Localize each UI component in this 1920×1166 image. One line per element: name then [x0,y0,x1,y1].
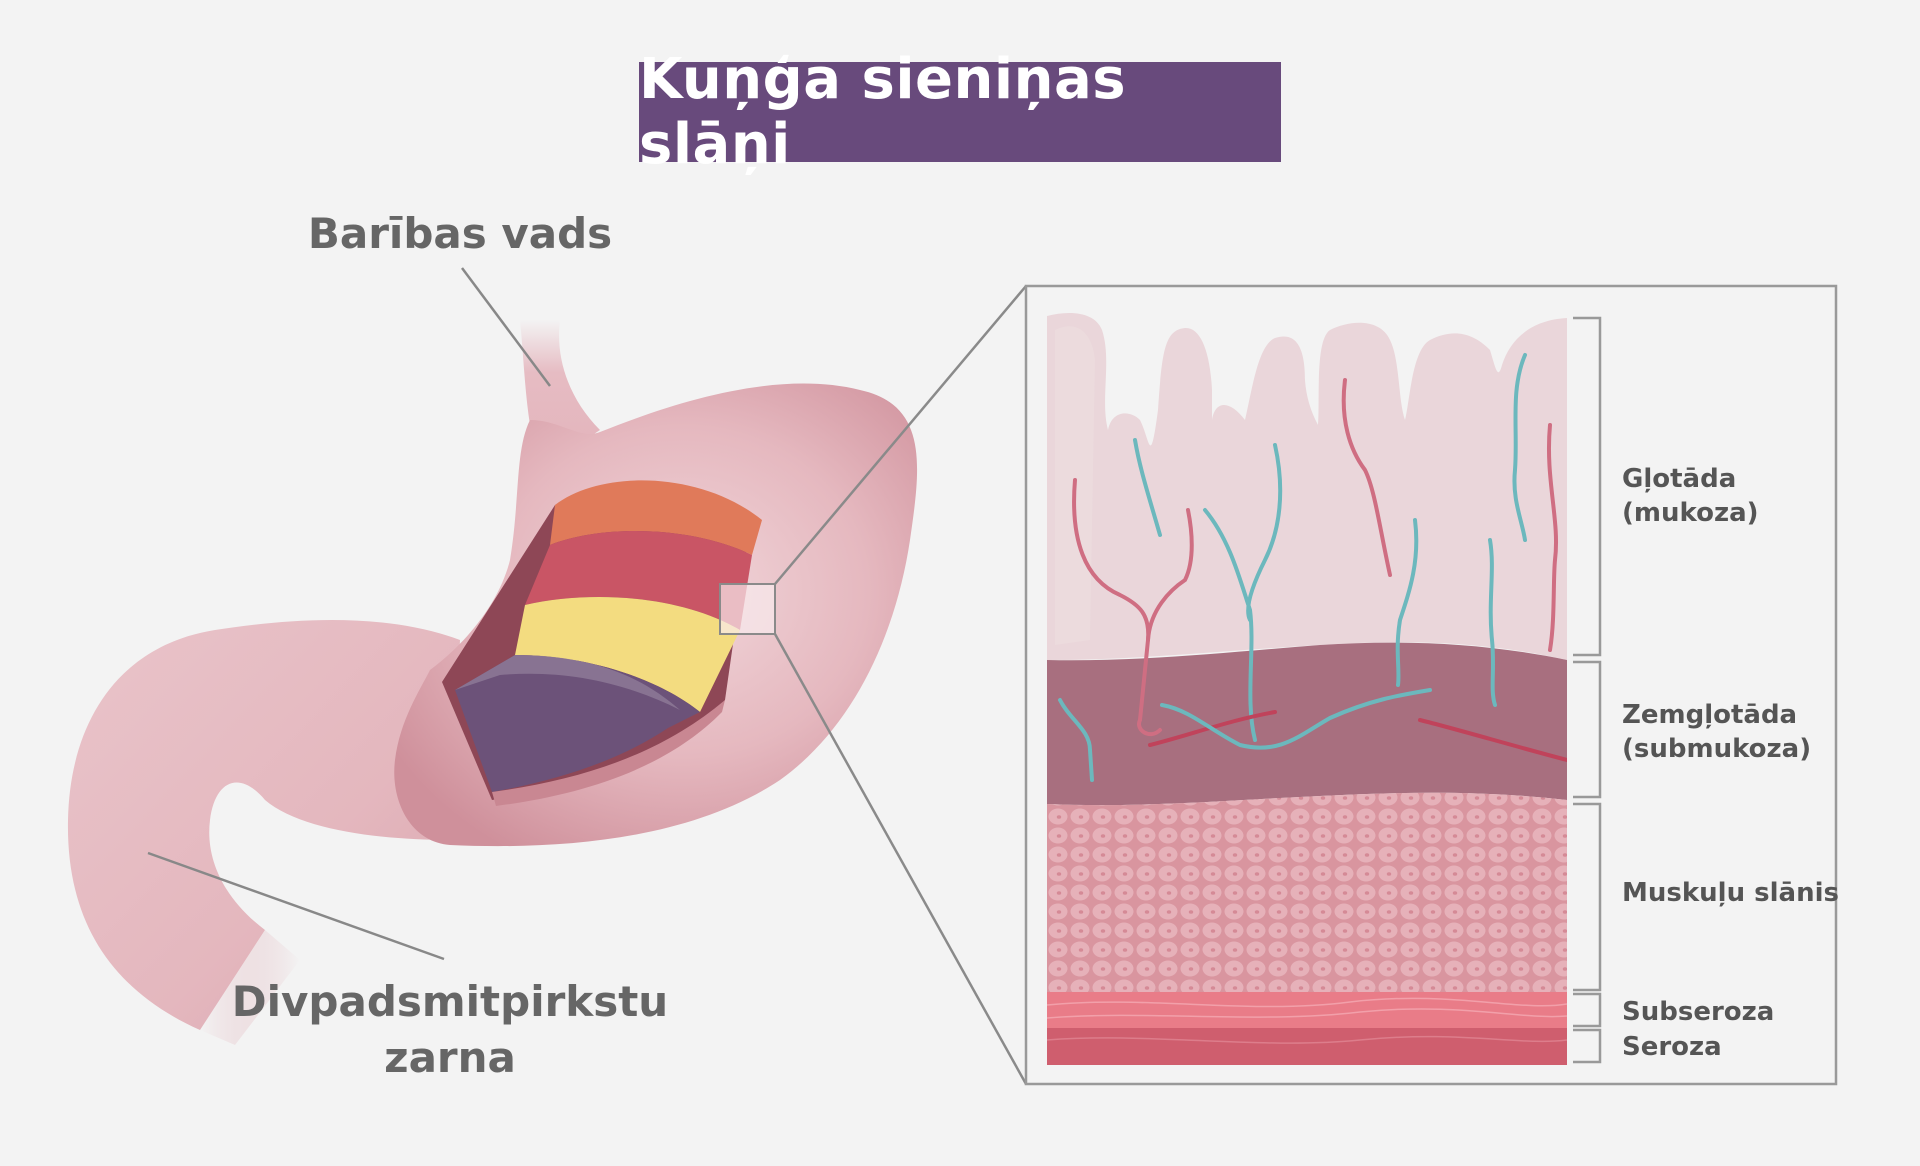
layer-label-submucosa-line1: Zemgļotāda [1622,698,1811,732]
bracket-serosa [1573,1030,1600,1062]
layer-label-subserosa: Subseroza [1622,995,1774,1029]
tissue-cross-section [1047,313,1567,1065]
diagram-title: Kuņģa sieniņas slāņi [639,62,1281,162]
serosa-layer [1047,1028,1567,1065]
esophagus-label: Barības vads [300,206,620,262]
duodenum-label-line2: zarna [220,1030,680,1086]
bracket-submucosa [1573,662,1600,797]
layer-label-muscle: Muskuļu slānis [1622,876,1839,910]
zoom-box [720,584,775,634]
layer-label-submucosa: Zemgļotāda (submukoza) [1622,698,1811,766]
submucosa-layer [1047,643,1567,805]
muscle-layer [1047,793,1567,992]
layer-label-mucosa-line2: (mukoza) [1622,496,1759,530]
layer-label-serosa: Seroza [1622,1030,1722,1064]
subserosa-layer [1047,992,1567,1028]
layer-brackets [1573,318,1600,1062]
bracket-muscle [1573,804,1600,990]
layer-label-submucosa-line2: (submukoza) [1622,732,1811,766]
zoom-line-bottom [775,634,1026,1084]
duodenum-label: Divpadsmitpirkstu zarna [220,974,680,1086]
layer-label-mucosa: Gļotāda (mukoza) [1622,462,1759,530]
duodenum-label-line1: Divpadsmitpirkstu [220,974,680,1030]
bracket-subserosa [1573,994,1600,1026]
bracket-mucosa [1573,318,1600,655]
layer-label-mucosa-line1: Gļotāda [1622,462,1759,496]
